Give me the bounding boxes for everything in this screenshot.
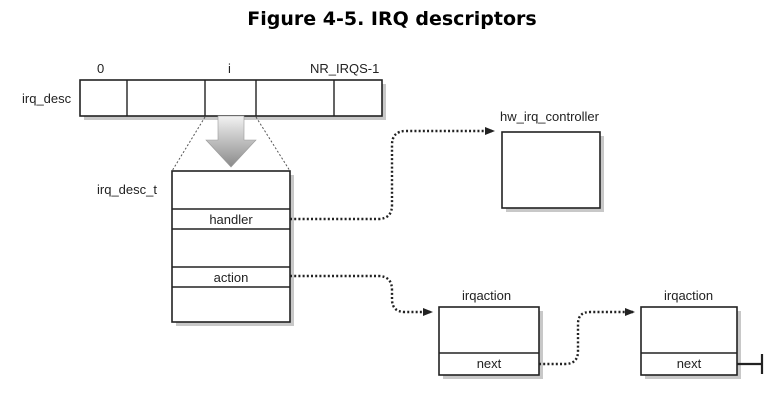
index-first-label: 0 xyxy=(97,61,104,76)
action-field-label: action xyxy=(214,270,249,285)
index-last-label: NR_IRQS-1 xyxy=(310,61,379,76)
null-terminator-icon xyxy=(737,354,764,374)
next-pointer-arrow xyxy=(539,308,635,366)
hw-irq-controller-label: hw_irq_controller xyxy=(500,109,600,124)
controller-box xyxy=(501,131,601,209)
array-box xyxy=(79,79,383,117)
expand-arrow xyxy=(171,115,291,172)
action-pointer-arrow xyxy=(290,274,433,316)
irqaction-1-label: irqaction xyxy=(462,288,511,303)
irqaction-2-next-label: next xyxy=(677,356,702,371)
handler-pointer-arrow xyxy=(290,127,495,221)
index-mid-label: i xyxy=(228,61,231,76)
down-arrow-icon xyxy=(205,115,257,168)
irq-desc-label: irq_desc xyxy=(22,91,72,106)
figure-title: Figure 4-5. IRQ descriptors xyxy=(247,8,537,30)
irqaction-1-next-label: next xyxy=(477,356,502,371)
irqaction-2-box xyxy=(640,306,738,376)
handler-field-label: handler xyxy=(209,212,253,227)
irq-desc-t-struct: irq_desc_t handler action xyxy=(97,170,294,326)
expand-guide-left xyxy=(171,116,206,172)
irq-desc-array: irq_desc 0 i NR_IRQS-1 xyxy=(22,61,386,120)
struct-box xyxy=(171,170,291,323)
irqaction-1-box xyxy=(438,306,540,376)
hw-irq-controller-struct: hw_irq_controller xyxy=(500,109,604,212)
irqaction-2-label: irqaction xyxy=(664,288,713,303)
irqaction-struct-1: irqaction next xyxy=(438,288,543,379)
irqaction-struct-2: irqaction next xyxy=(640,288,741,379)
expand-guide-right xyxy=(255,116,291,172)
irq-desc-t-label: irq_desc_t xyxy=(97,182,157,197)
